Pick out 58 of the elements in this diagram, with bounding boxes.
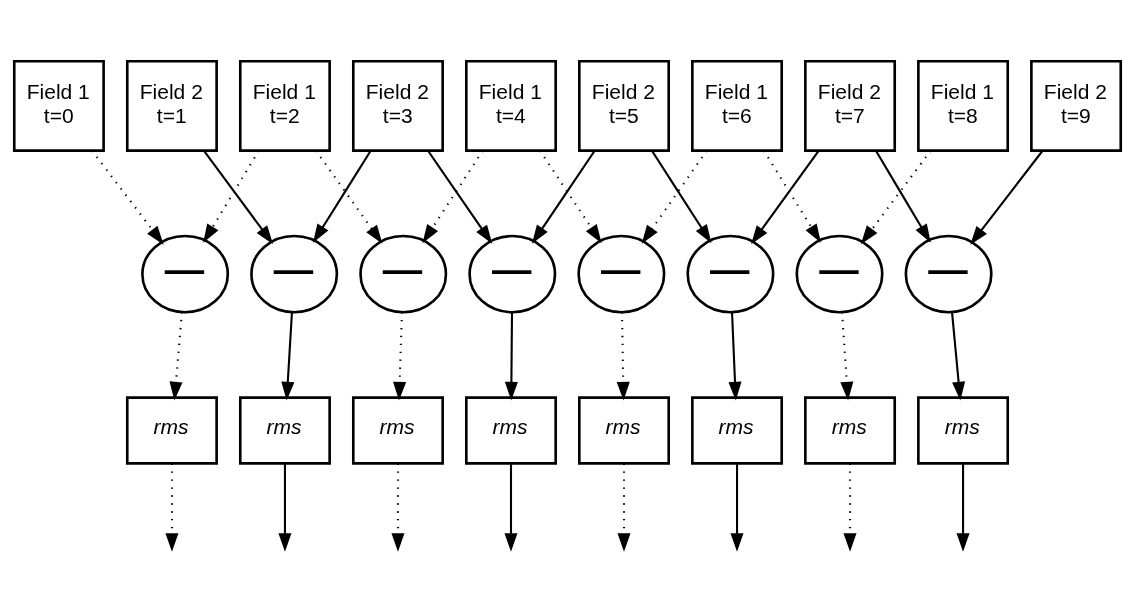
node-box: rms	[804, 396, 897, 465]
node-box: Field 1 t=6	[691, 59, 783, 152]
arrow	[169, 312, 183, 401]
arrow	[504, 312, 518, 401]
arrow	[504, 463, 518, 552]
node-ellipse: —	[250, 234, 339, 314]
node-ellipse: —	[468, 234, 557, 314]
arrow	[165, 463, 179, 552]
arrow	[751, 150, 820, 245]
node-box: rms	[352, 396, 444, 465]
node-ellipse: —	[141, 234, 230, 314]
arrow	[391, 463, 405, 552]
arrow	[203, 150, 274, 245]
node-ellipse: —	[795, 234, 884, 314]
arrow	[763, 150, 821, 243]
arrow	[651, 150, 712, 244]
arrow	[531, 150, 596, 244]
node-box: Field 2 t=3	[352, 59, 444, 152]
arrow	[730, 463, 744, 552]
node-ellipse: —	[577, 234, 666, 314]
arrow	[951, 312, 966, 401]
node-box: rms	[578, 396, 670, 465]
arrow	[616, 312, 630, 401]
node-box: rms	[465, 396, 557, 465]
arrow	[313, 150, 372, 243]
node-ellipse: —	[359, 234, 448, 314]
node-box: Field 1 t=8	[917, 59, 1010, 152]
node-box: rms	[917, 396, 1010, 465]
node-box: rms	[125, 396, 218, 465]
arrow	[539, 150, 602, 244]
arrow	[843, 463, 857, 552]
node-box: Field 1 t=0	[12, 59, 105, 152]
node-box: rms	[691, 396, 783, 465]
arrow	[956, 463, 970, 552]
arrow	[875, 150, 931, 243]
arrow	[617, 463, 631, 552]
node-box: Field 2 t=9	[1030, 59, 1123, 152]
arrow	[278, 463, 292, 552]
arrow	[203, 150, 260, 243]
arrow	[840, 312, 854, 401]
node-box: Field 2 t=1	[125, 59, 218, 152]
node-box: Field 1 t=4	[465, 59, 557, 152]
arrow	[641, 150, 708, 244]
arrow	[91, 150, 164, 245]
node-box: Field 2 t=5	[578, 59, 670, 152]
arrow	[315, 150, 383, 244]
node-box: rms	[238, 396, 331, 465]
node-box: Field 1 t=2	[238, 59, 331, 152]
node-ellipse: —	[686, 234, 775, 314]
node-box: Field 2 t=7	[804, 59, 897, 152]
arrow	[860, 150, 932, 245]
arrow	[427, 150, 493, 244]
arrow	[970, 150, 1044, 245]
arrow	[393, 312, 407, 401]
arrow	[281, 312, 295, 401]
arrow	[422, 150, 484, 244]
arrow	[728, 312, 742, 401]
node-ellipse: —	[904, 234, 993, 314]
